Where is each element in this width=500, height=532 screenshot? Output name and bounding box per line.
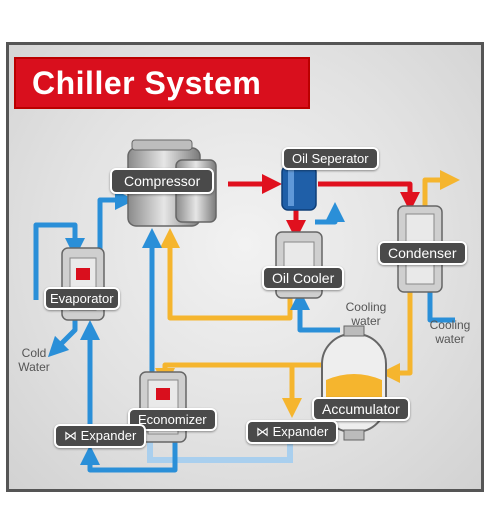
oil-cooler-water-line — [290, 290, 340, 333]
accumulator-feed-line — [155, 362, 330, 388]
expander-right-label: ⋈ Expander — [246, 420, 339, 444]
oil-separator-tank — [281, 165, 317, 211]
cold-water-note: Cold Water — [18, 346, 50, 374]
title-banner: Chiller System — [14, 57, 310, 109]
economizer-to-expander-line — [80, 440, 178, 473]
separator-to-condenser-line — [318, 181, 420, 212]
evaporator-suction-line — [97, 190, 135, 250]
expander-left-label: ⋈ Expander — [54, 424, 147, 448]
condenser-top-line — [422, 170, 460, 206]
oil-cooler-label: Oil Cooler — [262, 266, 345, 290]
economizer-return-line — [147, 438, 293, 463]
cooling-water-oil-note: Cooling water — [345, 300, 387, 328]
compressor-label: Compressor — [110, 168, 215, 194]
oil-separator-label: Oil Seperator — [282, 147, 379, 170]
evaporator-inlet-water-line — [33, 222, 85, 300]
bowtie-valve-icon: ⋈ — [64, 428, 81, 443]
economizer-label: Economizer — [128, 408, 217, 431]
diagram-title: Chiller System — [32, 65, 262, 101]
evaporator-label: Evaporator — [44, 287, 120, 310]
cooling-water-condenser-note: Cooling water — [429, 318, 471, 346]
condenser-outlet-line — [380, 292, 413, 383]
bowtie-valve-icon: ⋈ — [256, 424, 273, 439]
economizer-exchanger — [139, 371, 187, 443]
accumulator-label: Accumulator — [312, 397, 410, 421]
condenser-label: Condenser — [378, 241, 467, 265]
oil-separator-vent-line — [315, 202, 345, 225]
